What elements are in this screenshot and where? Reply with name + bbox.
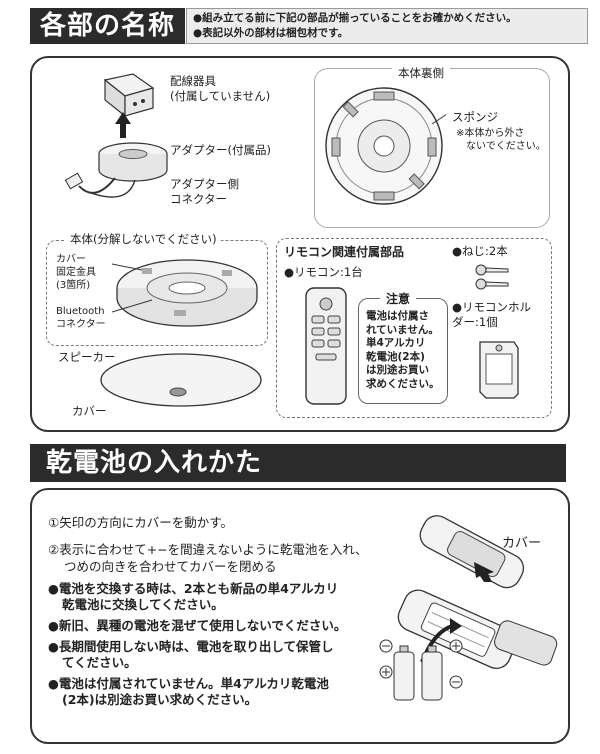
caution-line-5: は別途お買い: [366, 364, 429, 376]
body-title: 本体(分解しないでください): [66, 232, 221, 247]
speaker-label: スピーカー: [58, 350, 116, 364]
warning-1-line-2: 乾電池に交換してください。: [62, 597, 224, 612]
warning-1-line-1: ●電池を交換する時は、2本とも新品の単4アルカリ: [48, 581, 339, 596]
warning-3-line-2: てください。: [62, 655, 137, 670]
sponge-note-2: ないでください。: [466, 141, 546, 152]
section-title-parts: 各部の名称: [30, 8, 186, 44]
polarity-plus-icon: [379, 639, 463, 689]
sponge-label: スポンジ: [452, 110, 498, 124]
wiring-fixture-note: (付属していません): [170, 89, 271, 103]
warning-4: ●電池は付属されていません。単4アルカリ乾電池 (2本)は別途お買い求めください…: [48, 676, 346, 708]
rear-side-title: 本体裏側: [392, 66, 450, 81]
bluetooth-name: Bluetooth: [56, 306, 105, 317]
battery-panel: [30, 488, 570, 744]
remote-accessories-title: リモコン関連付属部品: [284, 245, 405, 259]
battery-cover-label: カバー: [502, 536, 542, 551]
parts-notice: ●組み立てる前に下記の部品が揃っていることをお確かめください。 ●表記以外の部材…: [186, 8, 588, 44]
cover-fixture-count: (3箇所): [56, 280, 91, 291]
caution-line-3: 単4アルカリ: [366, 337, 426, 349]
step-2: ②表示に合わせて+−を間違えないように乾電池を入れ、 つめの向きを合わせてカバー…: [48, 541, 368, 575]
arrow-up-icon: [115, 112, 131, 138]
caution-line-1: 電池は付属さ: [366, 310, 429, 322]
cover-illustration: [100, 353, 262, 407]
step-2-line-2: つめの向きを合わせてカバーを閉める: [64, 559, 277, 574]
warning-2: ●新旧、異種の電池を混ぜて使用しないでください。: [48, 618, 346, 634]
warning-3: ●長期間使用しない時は、電池を取り出して保管し てください。: [48, 639, 346, 671]
adapter-illustration: [64, 73, 168, 198]
warning-2-line-1: ●新旧、異種の電池を混ぜて使用しないでください。: [48, 618, 347, 633]
cover-fixture-name: カバー: [56, 254, 86, 265]
warning-4-line-2: (2本)は別途お買い求めください。: [62, 692, 258, 707]
bluetooth-connector: コネクター: [56, 319, 106, 330]
battery-icon: [393, 645, 443, 701]
caution-title: 注意: [380, 291, 417, 307]
caution-line-6: 求めください。: [366, 377, 440, 390]
step-1: ①矢印の方向にカバーを動かす。: [48, 515, 233, 530]
wiring-fixture-name: 配線器具: [170, 74, 216, 88]
sponge-note: ※本体から外さ ないでください。: [456, 127, 546, 153]
caution-line-4: 乾電池(2本): [366, 350, 425, 363]
parts-notice-line-2: ●表記以外の部材は梱包材です。: [193, 27, 349, 39]
battery-section-bar: [30, 444, 566, 482]
wiring-fixture-label: 配線器具 (付属していません): [170, 74, 270, 104]
cover-label: カバー: [72, 404, 107, 418]
caution-text: 電池は付属さ れていません。 単4アルカリ 乾電池(2本) は別途お買い 求めく…: [366, 310, 440, 391]
cover-fixture-name-2: 固定金具: [56, 267, 96, 278]
warning-3-line-1: ●長期間使用しない時は、電池を取り出して保管し: [48, 639, 334, 654]
holder-label-1: ●リモコンホル: [452, 300, 532, 314]
battery-insertion-illustration: [379, 515, 558, 701]
holder-label: ●リモコンホル ダー:1個: [452, 300, 531, 330]
bluetooth-label: Bluetooth コネクター: [56, 305, 106, 331]
remote-accessories-box: [276, 238, 552, 418]
section-title-battery: 乾電池の入れかた: [46, 448, 263, 478]
holder-label-2: ダー:1個: [452, 315, 498, 329]
adapter-connector-label: アダプター側 コネクター: [170, 177, 239, 207]
step-2-line-1: ②表示に合わせて+−を間違えないように乾電池を入れ、: [48, 542, 368, 557]
remote-control-icon: [305, 287, 347, 405]
adapter-label: アダプター(付属品): [170, 143, 271, 157]
polarity-minus-icon: [379, 639, 393, 653]
remote-label: ●リモコン:1台: [284, 265, 363, 279]
adapter-connector-name-2: コネクター: [170, 192, 228, 206]
remote-holder-icon: [479, 341, 519, 399]
body-illustration: [112, 259, 258, 327]
rear-disc-illustration: [325, 87, 446, 205]
cover-fixture-label: カバー 固定金具 (3箇所): [56, 253, 96, 292]
warning-4-line-1: ●電池は付属されていません。単4アルカリ乾電池: [48, 676, 329, 691]
sponge-note-1: ※本体から外さ: [456, 128, 525, 139]
battery-warnings: ●電池を交換する時は、2本とも新品の単4アルカリ 乾電池に交換してください。 ●…: [48, 581, 346, 713]
adapter-connector-name: アダプター側: [170, 177, 239, 191]
caution-box: [358, 298, 448, 404]
warning-1: ●電池を交換する時は、2本とも新品の単4アルカリ 乾電池に交換してください。: [48, 581, 346, 613]
parts-panel: [30, 56, 570, 432]
caution-line-2: れていません。: [366, 323, 439, 336]
screw-label: ●ねじ:2本: [452, 244, 508, 258]
slide-arrow-icon: [474, 562, 494, 582]
parts-notice-line-1: ●組み立てる前に下記の部品が揃っていることをお確かめください。: [193, 12, 517, 24]
screw-icon: [475, 264, 509, 290]
